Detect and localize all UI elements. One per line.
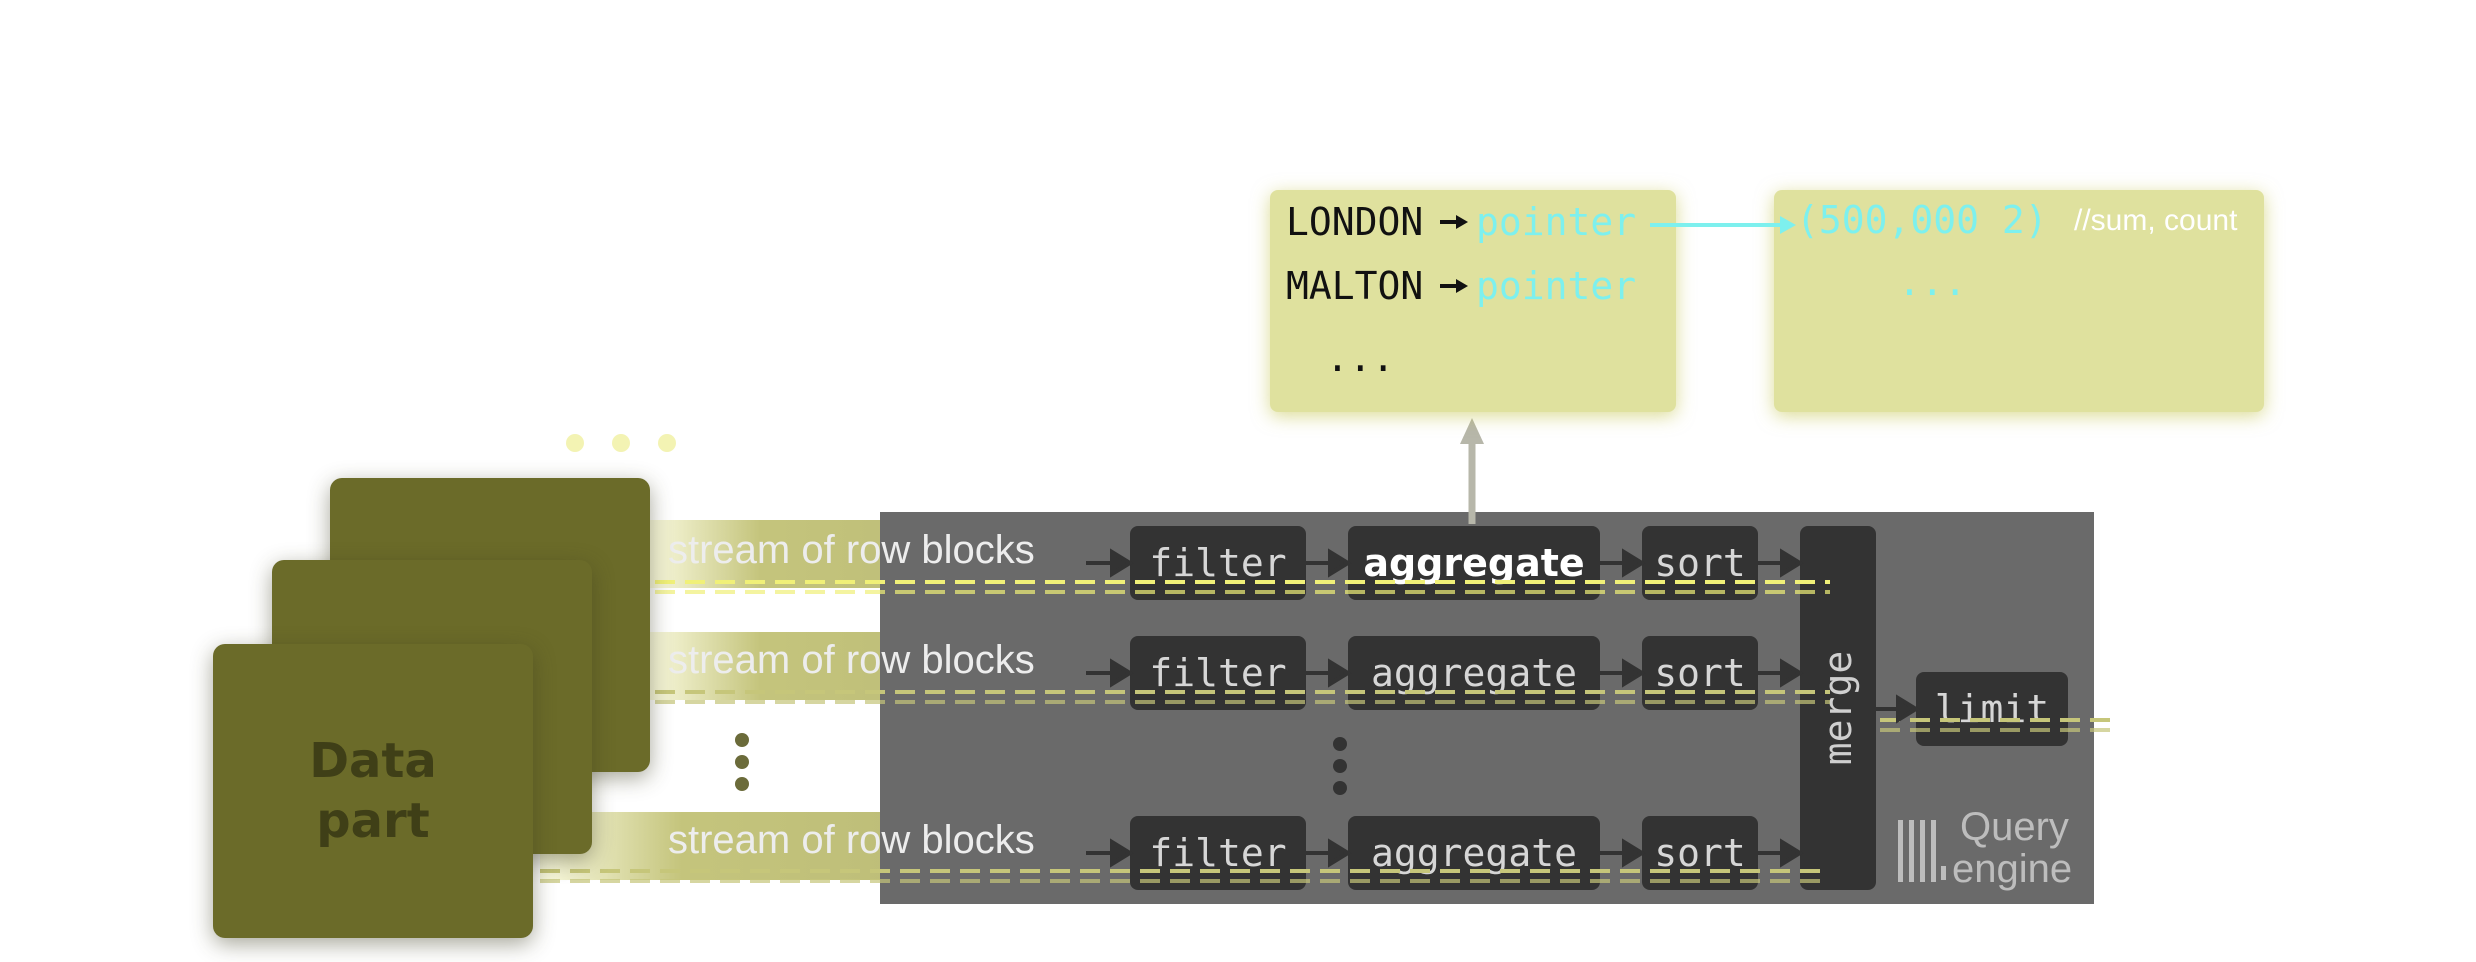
sort-box: sort bbox=[1642, 816, 1758, 890]
aggregate-up-arrow-head bbox=[1460, 418, 1484, 444]
row-ellipsis-dot bbox=[1333, 759, 1347, 773]
data-part-label: Data part bbox=[309, 733, 437, 849]
flow-arrow-head bbox=[1328, 658, 1352, 688]
hash-value-pointer: pointer bbox=[1476, 264, 1637, 308]
row-ellipsis-dot bbox=[735, 777, 749, 791]
flow-arrow-head bbox=[1780, 658, 1804, 688]
flow-arrow-head bbox=[1110, 658, 1134, 688]
query-engine-subtitle: engine bbox=[1952, 847, 2073, 891]
query-engine-logo-icon bbox=[1898, 820, 1946, 882]
pointer-arrow-head bbox=[1780, 216, 1796, 234]
row-ellipsis-dot bbox=[1333, 781, 1347, 795]
filter-box: filter bbox=[1130, 636, 1306, 710]
aggregate-box: aggregate bbox=[1348, 636, 1600, 710]
sort-box: sort bbox=[1642, 636, 1758, 710]
flow-arrow-head bbox=[1622, 548, 1646, 578]
ellipsis-dot bbox=[566, 434, 584, 452]
flow-arrow-head bbox=[1110, 548, 1134, 578]
aggregate-state-more: ... bbox=[1898, 260, 1967, 304]
stream-label: stream of row blocks bbox=[668, 528, 1035, 572]
stream-label: stream of row blocks bbox=[668, 638, 1035, 682]
ellipsis-dot bbox=[612, 434, 630, 452]
aggregate-state-value: (500,000 2) bbox=[1796, 198, 2048, 242]
filter-box: filter bbox=[1130, 526, 1306, 600]
filter-box: filter bbox=[1130, 816, 1306, 890]
aggregate-state-comment: //sum, count bbox=[2074, 204, 2238, 237]
flow-arrow-head bbox=[1622, 658, 1646, 688]
flow-arrow-head bbox=[1622, 838, 1646, 868]
stream-label: stream of row blocks bbox=[668, 818, 1035, 862]
sort-box: sort bbox=[1642, 526, 1758, 600]
key-arrow-head bbox=[1456, 215, 1468, 229]
hash-key-malton: MALTON bbox=[1286, 264, 1424, 308]
key-arrow-head bbox=[1456, 279, 1468, 293]
row-ellipsis-dot bbox=[735, 755, 749, 769]
aggregate-box: aggregate bbox=[1348, 816, 1600, 890]
hash-table-more: ... bbox=[1326, 336, 1395, 380]
data-part-card-front: Data part bbox=[213, 644, 533, 938]
hash-key-london: LONDON bbox=[1286, 200, 1424, 244]
flow-arrow-head bbox=[1780, 548, 1804, 578]
hash-value-pointer: pointer bbox=[1476, 200, 1637, 244]
ellipsis-dot bbox=[658, 434, 676, 452]
aggregate-box: aggregate bbox=[1348, 526, 1600, 600]
flow-arrow-head bbox=[1110, 838, 1134, 868]
row-ellipsis-dot bbox=[735, 733, 749, 747]
flow-arrow-head bbox=[1328, 838, 1352, 868]
row-ellipsis-dot bbox=[1333, 737, 1347, 751]
flow-arrow-head bbox=[1328, 548, 1352, 578]
limit-box: limit bbox=[1916, 672, 2068, 746]
flow-arrow-head bbox=[1780, 838, 1804, 868]
aggregate-state-table bbox=[1774, 190, 2264, 412]
hash-table bbox=[1270, 190, 1676, 412]
flow-arrow-head bbox=[1896, 694, 1920, 724]
query-engine-title: Query bbox=[1960, 805, 2069, 849]
merge-box: merge bbox=[1800, 526, 1876, 890]
